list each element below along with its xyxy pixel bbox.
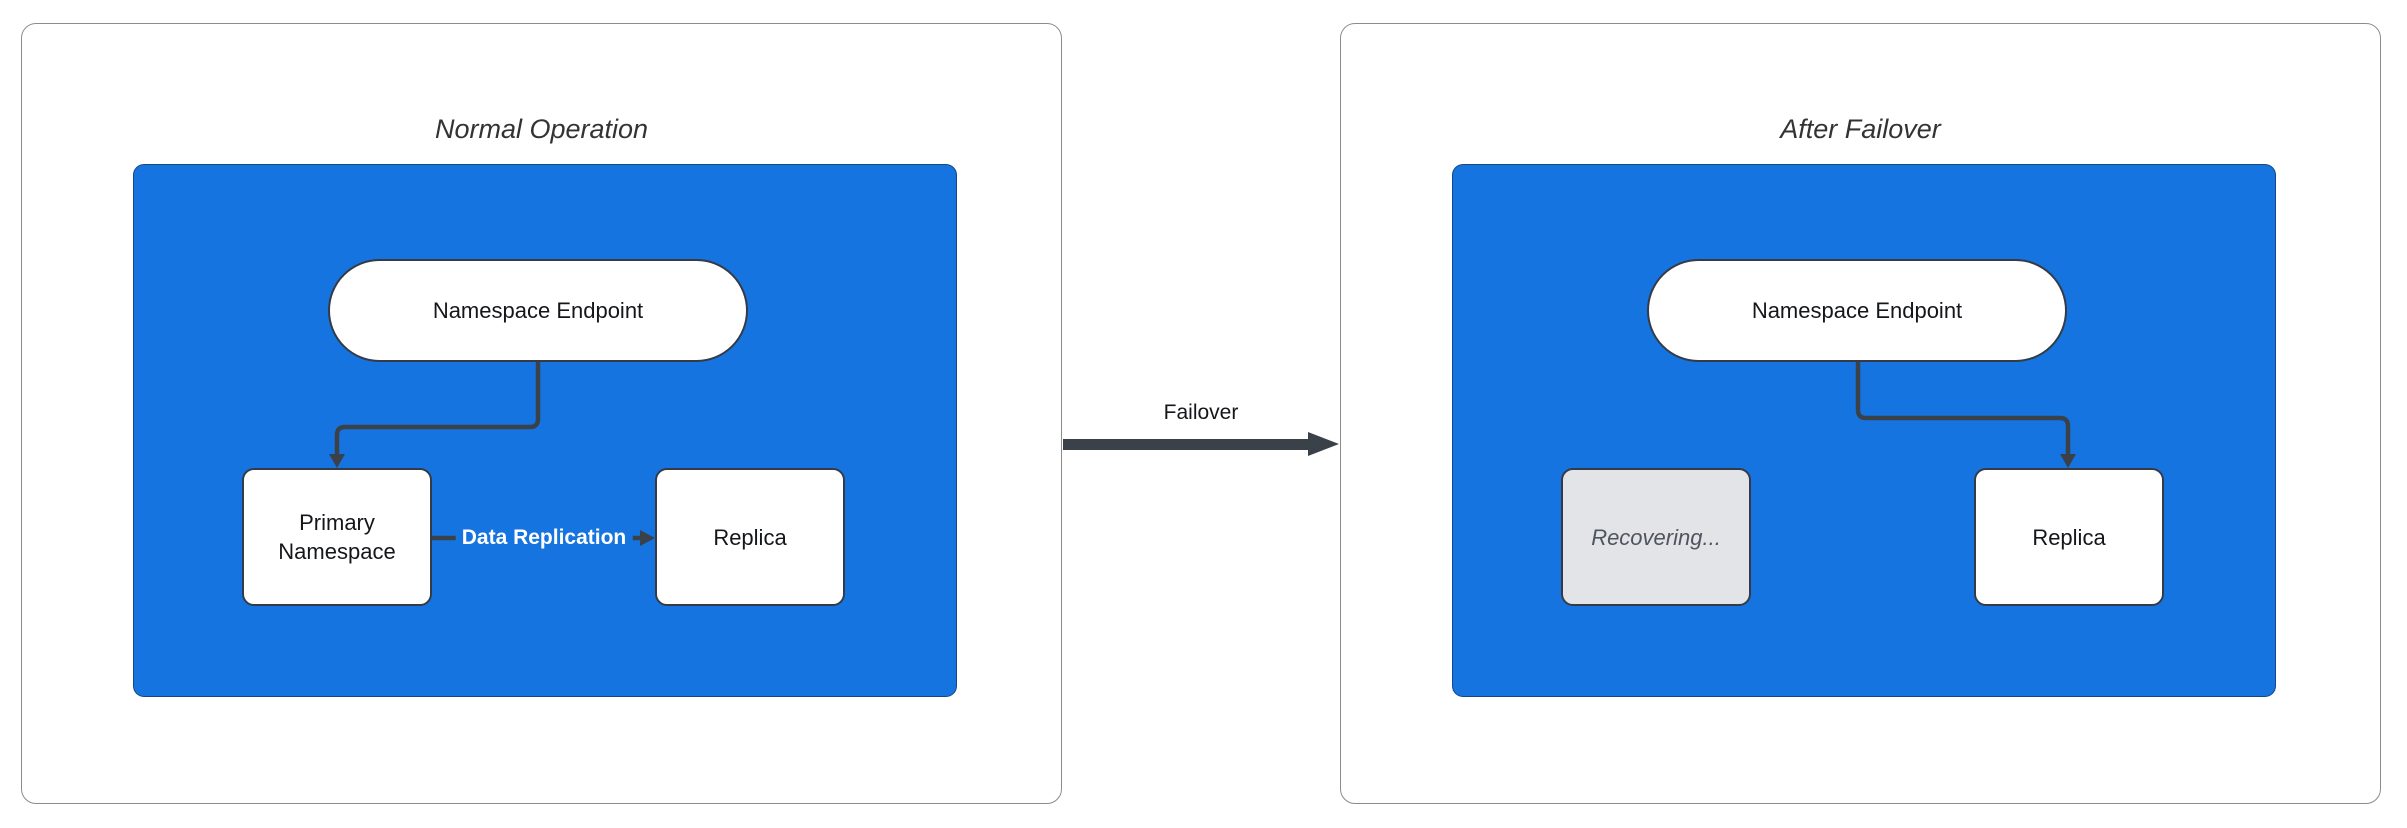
edge-endpoint-to-replica	[1855, 362, 2071, 455]
namespace-endpoint-label: Namespace Endpoint	[432, 298, 644, 323]
panel-title: Normal Operation	[434, 114, 649, 144]
replica-label: Replica	[713, 524, 787, 550]
recovering-node: Recovering...	[1561, 468, 1751, 606]
panel-title: After Failover	[1780, 114, 1941, 144]
primary-namespace-label: Primary Namespace	[278, 510, 396, 564]
namespace-container: Namespace Endpoint Recovering... Replica	[1452, 164, 2276, 697]
failover-arrowhead-icon	[1308, 432, 1339, 456]
primary-namespace-node: Primary Namespace	[242, 468, 432, 606]
arrowhead-primary-to-replica	[640, 530, 655, 546]
namespace-endpoint-node: Namespace Endpoint	[328, 259, 748, 362]
replication-edge-label: Data Replication	[455, 524, 633, 552]
failover-arrow-shaft	[1063, 439, 1309, 450]
edge-endpoint-to-primary	[334, 362, 541, 455]
edge-layer	[1855, 362, 2076, 468]
edge-layer	[329, 362, 655, 546]
arrowhead-endpoint-to-primary	[329, 454, 345, 468]
namespace-endpoint-label: Namespace Endpoint	[1751, 298, 1963, 323]
panel-normal-operation: Normal Operation Namespace Endpoint Prim…	[21, 23, 1062, 804]
replica-node: Replica	[1974, 468, 2164, 606]
arrowhead-endpoint-to-replica	[2060, 454, 2076, 468]
failover-edge-label: Failover	[1163, 401, 1239, 424]
replica-label: Replica	[2032, 524, 2106, 550]
panel-after-failover: After Failover Namespace Endpoint Recove…	[1340, 23, 2381, 804]
replica-node: Replica	[655, 468, 845, 606]
namespace-container: Namespace Endpoint Primary Namespace Rep…	[133, 164, 957, 697]
recovering-label: Recovering...	[1591, 524, 1721, 550]
namespace-endpoint-node: Namespace Endpoint	[1647, 259, 2067, 362]
